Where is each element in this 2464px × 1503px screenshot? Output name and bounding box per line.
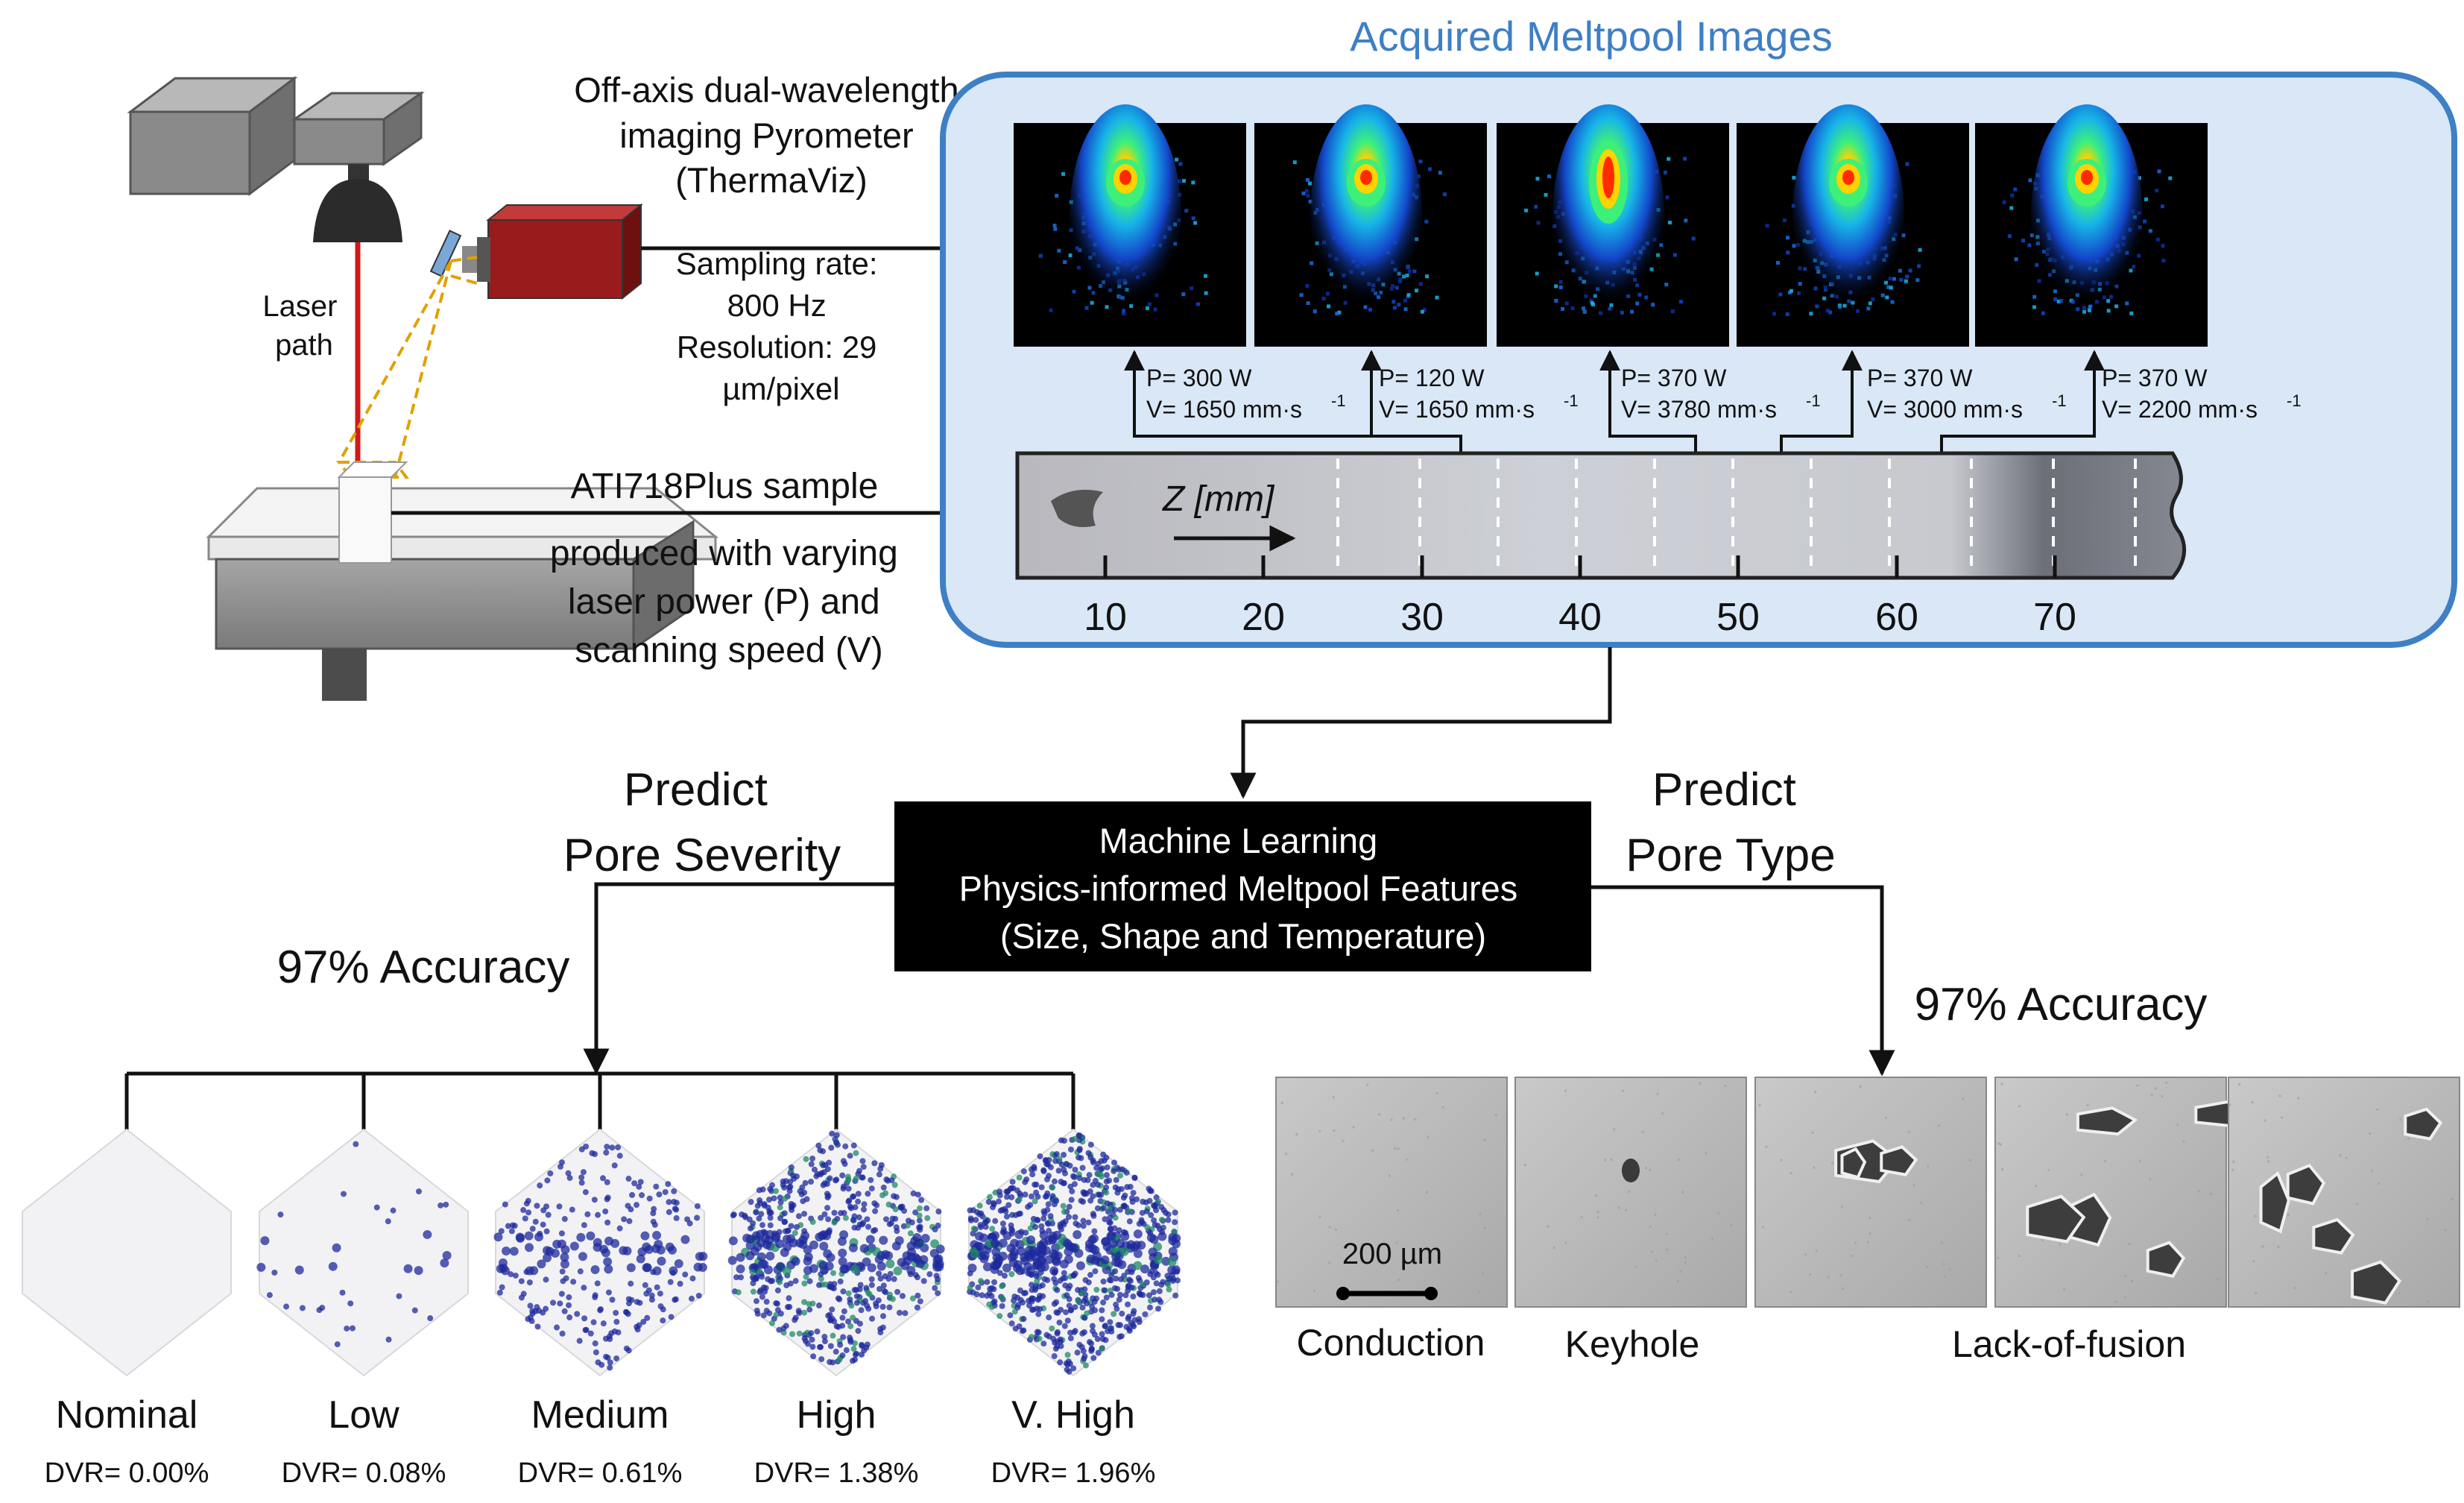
pore-type-accuracy: 97% Accuracy [1915,979,2208,1030]
meltpool-image-5 [1975,104,2208,347]
pyrometer-mirror [429,230,462,277]
strip-tick-label: 20 [1242,596,1285,639]
strip-tick-label: 70 [2033,596,2076,639]
ml-box [894,801,1591,971]
scale-bar-label: 200 µm [1342,1238,1442,1270]
param-speed-exponent: -1 [1564,391,1579,410]
laser-optic-dome [313,179,402,242]
meltpool-param-5: P= 370 W V= 2200 mm·s -1 [1940,350,2302,453]
scale-bar: 200 µm [1336,1238,1442,1300]
param-speed: V= 1650 mm·s [1379,396,1535,423]
param-speed: V= 1650 mm·s [1146,396,1302,423]
strip-tick-label: 60 [1875,596,1918,639]
strip-defect [1051,489,1103,528]
label-conduction: Conduction [1297,1322,1485,1364]
param-speed: V= 2200 mm·s [2102,396,2258,423]
sample-description: produced with varying laser power (P) an… [550,534,908,670]
pore-type-heading: Predict Pore Type [1626,764,1835,881]
ml-box-text: Machine Learning Physics-informed Meltpo… [959,821,1528,956]
pyrometer-camera [487,219,623,299]
param-power: P= 300 W [1146,365,1252,391]
label-keyhole: Keyhole [1565,1323,1700,1365]
pyrometer-title: Off-axis dual-wavelength imaging Pyromet… [574,70,968,200]
laser-path-label: Laser path [262,290,345,362]
severity-class-name: High [797,1393,876,1437]
meltpool-image-4 [1737,104,1969,347]
severity-class-name: V. High [1011,1393,1135,1437]
pore-cube [495,1128,705,1377]
panel-to-ml-connector [1230,647,1612,799]
severity-accuracy: 97% Accuracy [277,942,570,993]
severity-class-dvr: DVR= 0.08% [282,1458,446,1489]
sample-label: ATI718Plus sample [571,467,879,506]
label-lack-of-fusion: Lack-of-fusion [1952,1323,2186,1365]
strip-tick-label: 50 [1716,596,1760,639]
param-power: P= 370 W [2102,365,2208,391]
sample-strip: 10 20 30 40 50 60 70 Z [mm] [1015,451,2187,639]
strip-tick-label: 10 [1084,596,1127,639]
severity-class-dvr: DVR= 1.96% [991,1458,1156,1489]
param-speed: V= 3000 mm·s [1867,396,2023,423]
meltpool-panel-title: Acquired Meltpool Images [1350,13,1832,60]
machine-base [215,558,635,650]
strip-tick-label: 30 [1400,596,1444,639]
strip-axis-label: Z [mm] [1162,479,1275,519]
param-speed: V= 3780 mm·s [1621,396,1777,423]
sample-strip-body [1015,451,2187,580]
meltpool-parameters: P= 300 W V= 1650 mm·s -1 P= 120 W V= 1650 mm… [1124,350,2302,453]
param-speed-exponent: -1 [2052,391,2067,410]
printer-illustration [127,76,719,701]
sem-image-3 [1754,1077,1987,1308]
sem-image-1 [1275,1077,1508,1308]
param-power: P= 370 W [1867,365,1973,391]
sem-image-2 [1514,1077,1747,1308]
severity-class-name: Nominal [56,1393,198,1437]
severity-class-dvr: DVR= 0.61% [518,1458,683,1489]
sem-image-5 [2228,1077,2460,1308]
param-power: P= 370 W [1621,365,1727,391]
meltpool-param-2: P= 120 W V= 1650 mm·s -1 [1361,350,1579,453]
severity-class-dvr: DVR= 0.00% [45,1458,209,1489]
pyrometer-specs: Sampling rate: 800 Hz Resolution: 29 µm/… [676,246,886,406]
severity-class-name: Medium [531,1393,669,1437]
pore-cube [259,1128,469,1377]
pore-type-connector [1591,885,1895,1077]
meltpool-image-2 [1254,104,1487,347]
severity-class-dvr: DVR= 1.38% [754,1458,919,1489]
param-speed-exponent: -1 [2287,391,2302,410]
severity-class-name: Low [328,1393,399,1437]
strip-tick-label: 40 [1558,596,1602,639]
pore-cube [22,1128,232,1377]
laser-head-box-front [129,110,251,195]
meltpool-image-3 [1497,104,1729,347]
meltpool-param-3: P= 370 W V= 3780 mm·s -1 [1599,350,1821,453]
build-plate-front [207,535,717,561]
meltpool-param-4: P= 370 W V= 3000 mm·s -1 [1780,350,2067,453]
meltpool-image-1 [1014,104,1246,347]
severity-connector [583,882,894,1075]
sample-pillar [338,476,392,564]
meltpool-images [1014,104,2208,347]
param-speed-exponent: -1 [1331,391,1346,410]
param-power: P= 120 W [1379,365,1485,391]
param-speed-exponent: -1 [1806,391,1821,410]
severity-heading: Predict Pore Severity [563,764,841,881]
sem-micrographs [1275,1077,2460,1308]
machine-post [322,649,367,701]
sem-image-4 [1994,1077,2251,1308]
